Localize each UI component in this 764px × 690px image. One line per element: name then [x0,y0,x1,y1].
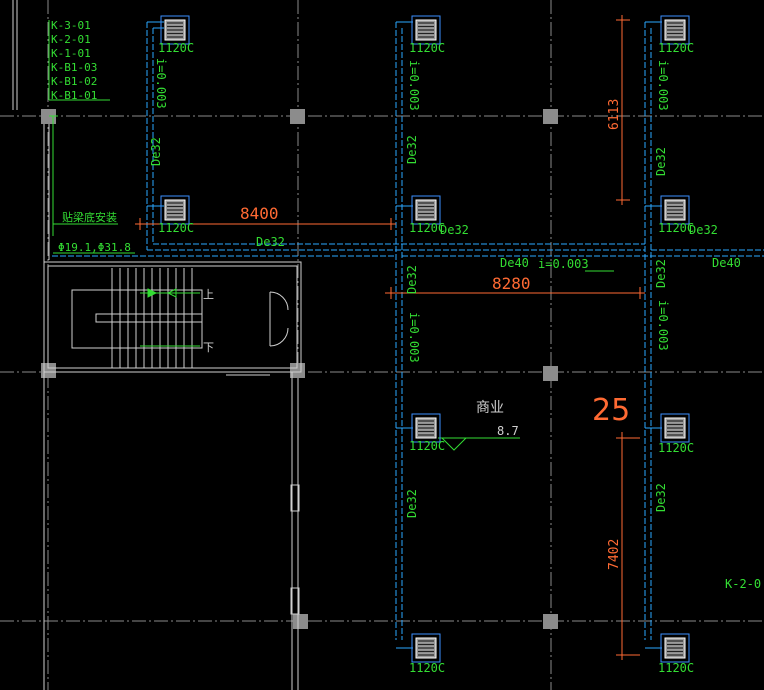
stair-up-label: 上 [203,288,214,301]
slope-label: i=0.003 [407,60,421,111]
unit-frame [160,15,190,45]
indoor-units: 1120C 1120C 1120C 1120C 1120C 1120C 1120C 1120C… [158,15,694,675]
unit-model-label: 1120C [409,41,445,55]
fan-coil-unit: 1120C [158,195,194,235]
pipe-connectors [147,21,662,649]
unit-model-label: 1120C [658,661,694,675]
fan-coil-unit: 1120C [658,195,694,235]
unit-frame [660,633,690,663]
dimension-lines [135,15,645,660]
columns [41,109,558,629]
pipe-size-label: De32 [654,483,668,512]
condensate-pipes [52,22,764,640]
pipe-size-label: De32 [405,135,419,164]
column [41,109,56,124]
legend-item: K-1-01 [51,47,91,60]
install-note: 贴梁底安装 [62,210,117,224]
legend-item: K-B1-02 [51,75,97,88]
column [543,109,558,124]
dimension-value: 8400 [240,204,279,223]
slope-label: i=0.003 [407,312,421,363]
stair-arrows [140,288,200,347]
unit-model-label: 1120C [658,41,694,55]
dimension-value: 7402 [607,539,622,570]
column [293,614,308,629]
slope-label: i=0.003 [538,257,589,271]
fan-coil-unit: 1120C [658,15,694,55]
unit-model-label: 1120C [158,221,194,235]
annotation-lines [48,20,614,451]
column [543,614,558,629]
slope-label: i=0.003 [154,58,168,109]
unit-model-label: 1120C [658,221,694,235]
unit-frame [411,633,441,663]
unit-model-label: 1120C [658,441,694,455]
pipe-size-label: De32 [654,147,668,176]
fan-coil-unit: 1120C [409,633,445,675]
dimension-value: 8280 [492,274,531,293]
unit-frame [660,15,690,45]
pipe-size-label: De32 [149,137,163,166]
unit-frame [411,195,441,225]
condensate-size-note: Φ19.1,Φ31.8 [58,241,131,254]
legend-item: K-2-01 [51,33,91,46]
pipe-size-label: De40 [500,256,529,270]
unit-frame [660,413,690,443]
column [543,366,558,381]
dimension-labels: 8400 8280 6113 7402 [240,99,622,570]
slope-label: i=0.003 [656,300,670,351]
pipe-size-label: De32 [689,223,718,237]
column [41,363,56,378]
unit-frame [411,15,441,45]
unit-frame [411,413,441,443]
unit-model-label: 1120C [409,221,445,235]
pipe-labels: De32 De32 De32 De40 De40 i=0.003 De32 De… [149,58,741,518]
fan-coil-unit: 1120C [409,413,445,453]
legend-item: K-3-01 [51,19,91,32]
room-name: 商业 [476,400,504,416]
axis-number: 25 [592,393,630,428]
unit-model-label: 1120C [409,661,445,675]
walls [12,0,302,690]
pipe-size-label: De32 [440,223,469,237]
fan-coil-unit: 1120C [158,15,194,55]
fan-coil-unit: 1120C [409,15,445,55]
pipe-size-label: De32 [256,235,285,249]
unit-model-label: 1120C [158,41,194,55]
legend-item: K-B1-01 [51,89,97,102]
system-legend: K-3-01 K-2-01 K-1-01 K-B1-03 K-B1-02 K-B… [51,19,97,102]
column [290,109,305,124]
pipe-size-label: De32 [405,265,419,294]
pipe-size-label: De32 [654,259,668,288]
unit-frame [660,195,690,225]
dimension-value: 6113 [607,99,622,130]
slope-label: i=0.003 [656,60,670,111]
elevation-value: 8.7 [497,424,519,438]
edge-system-label: K-2-0 [725,577,761,591]
pipe-size-label: De32 [405,489,419,518]
fan-coil-unit: 1120C [409,195,445,235]
unit-model-label: 1120C [409,439,445,453]
unit-frame [160,195,190,225]
fan-coil-unit: 1120C [658,633,694,675]
pipe-size-label: De40 [712,256,741,270]
fan-coil-unit: 1120C [658,413,694,455]
stair-down-label: 下 [203,341,214,354]
legend-item: K-B1-03 [51,61,97,74]
stair [71,268,289,368]
